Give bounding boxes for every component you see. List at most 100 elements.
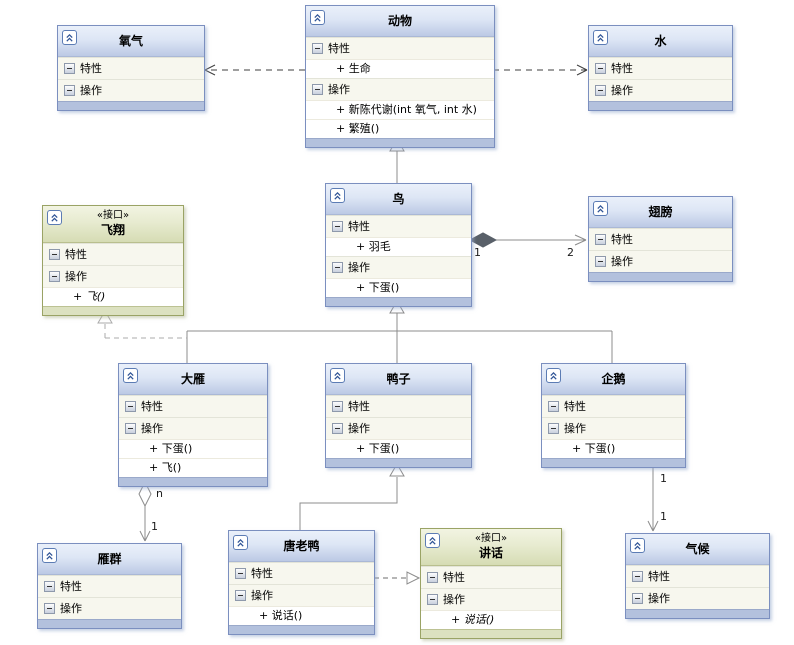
section-row[interactable]: 操作 bbox=[119, 417, 267, 439]
class-oxygen[interactable]: 氧气 特性 操作 bbox=[57, 25, 205, 111]
interface-fly[interactable]: «接口» 飞翔 特性 操作 + 飞() bbox=[42, 205, 184, 316]
section-row[interactable]: 操作 bbox=[626, 587, 769, 609]
member-row[interactable]: + 下蛋() bbox=[119, 439, 267, 458]
member-row[interactable]: + 下蛋() bbox=[326, 439, 471, 458]
minus-icon[interactable] bbox=[595, 85, 606, 96]
minus-icon[interactable] bbox=[235, 568, 246, 579]
collapse-icon[interactable] bbox=[123, 368, 138, 383]
section-row[interactable]: 操作 bbox=[306, 78, 494, 100]
generalization-donald-duck[interactable] bbox=[299, 463, 405, 530]
section-row[interactable]: 特性 bbox=[421, 566, 561, 588]
member-row[interactable]: + 说话() bbox=[229, 606, 374, 625]
class-water[interactable]: 水 特性 操作 bbox=[588, 25, 733, 111]
realization-donald-speak[interactable] bbox=[374, 571, 421, 585]
member-row[interactable]: + 下蛋() bbox=[542, 439, 685, 458]
composition-bird-wings[interactable] bbox=[468, 232, 587, 248]
minus-icon[interactable] bbox=[427, 572, 438, 583]
section-row[interactable]: 操作 bbox=[38, 597, 181, 619]
collapse-icon[interactable] bbox=[425, 533, 440, 548]
collapse-icon[interactable] bbox=[310, 10, 325, 25]
section-row[interactable]: 操作 bbox=[589, 79, 732, 101]
class-duck[interactable]: 鸭子 特性 操作 + 下蛋() bbox=[325, 363, 472, 468]
member-row[interactable]: + 说话() bbox=[421, 610, 561, 629]
class-title: 飞翔 bbox=[100, 223, 125, 237]
dependency-animal-water[interactable] bbox=[493, 64, 588, 76]
class-flock[interactable]: 雁群 特性 操作 bbox=[37, 543, 182, 629]
minus-icon[interactable] bbox=[332, 262, 343, 273]
member-row[interactable]: + 飞() bbox=[119, 458, 267, 477]
minus-icon[interactable] bbox=[548, 423, 559, 434]
section-row[interactable]: 操作 bbox=[542, 417, 685, 439]
section-row[interactable]: 特性 bbox=[306, 37, 494, 59]
section-row[interactable]: 操作 bbox=[58, 79, 204, 101]
minus-icon[interactable] bbox=[64, 85, 75, 96]
collapse-icon[interactable] bbox=[233, 535, 248, 550]
member-row[interactable]: + 飞() bbox=[43, 287, 183, 306]
minus-icon[interactable] bbox=[332, 221, 343, 232]
class-animal[interactable]: 动物 特性 + 生命 操作 + 新陈代谢(int 氧气, int 水) + 繁殖… bbox=[305, 5, 495, 148]
section-row[interactable]: 操作 bbox=[229, 584, 374, 606]
minus-icon[interactable] bbox=[44, 603, 55, 614]
aggregation-goose-flock[interactable] bbox=[138, 480, 152, 542]
section-row[interactable]: 特性 bbox=[589, 57, 732, 79]
minus-icon[interactable] bbox=[312, 84, 323, 95]
minus-icon[interactable] bbox=[49, 271, 60, 282]
dependency-animal-oxygen[interactable] bbox=[204, 64, 305, 76]
minus-icon[interactable] bbox=[332, 401, 343, 412]
member-row[interactable]: + 繁殖() bbox=[306, 119, 494, 138]
minus-icon[interactable] bbox=[44, 581, 55, 592]
minus-icon[interactable] bbox=[595, 256, 606, 267]
member-row[interactable]: + 新陈代谢(int 氧气, int 水) bbox=[306, 100, 494, 119]
member-row[interactable]: + 下蛋() bbox=[326, 278, 471, 297]
section-row[interactable]: 特性 bbox=[626, 565, 769, 587]
association-penguin-climate[interactable] bbox=[647, 463, 659, 532]
minus-icon[interactable] bbox=[235, 590, 246, 601]
class-climate[interactable]: 气候 特性 操作 bbox=[625, 533, 770, 619]
section-row[interactable]: 特性 bbox=[542, 395, 685, 417]
collapse-icon[interactable] bbox=[630, 538, 645, 553]
collapse-icon[interactable] bbox=[42, 548, 57, 563]
collapse-icon[interactable] bbox=[546, 368, 561, 383]
minus-icon[interactable] bbox=[632, 571, 643, 582]
realization-goose-fly[interactable] bbox=[97, 310, 187, 339]
section-row[interactable]: 操作 bbox=[326, 417, 471, 439]
collapse-icon[interactable] bbox=[47, 210, 62, 225]
section-row[interactable]: 操作 bbox=[43, 265, 183, 287]
minus-icon[interactable] bbox=[332, 423, 343, 434]
section-row[interactable]: 特性 bbox=[326, 215, 471, 237]
generalization-tree-bird[interactable] bbox=[186, 300, 613, 363]
minus-icon[interactable] bbox=[548, 401, 559, 412]
collapse-icon[interactable] bbox=[593, 30, 608, 45]
minus-icon[interactable] bbox=[125, 423, 136, 434]
minus-icon[interactable] bbox=[595, 234, 606, 245]
minus-icon[interactable] bbox=[64, 63, 75, 74]
collapse-icon[interactable] bbox=[330, 188, 345, 203]
collapse-icon[interactable] bbox=[62, 30, 77, 45]
minus-icon[interactable] bbox=[312, 43, 323, 54]
minus-icon[interactable] bbox=[125, 401, 136, 412]
section-row[interactable]: 操作 bbox=[326, 256, 471, 278]
class-donald[interactable]: 唐老鸭 特性 操作 + 说话() bbox=[228, 530, 375, 635]
section-row[interactable]: 特性 bbox=[43, 243, 183, 265]
class-goose[interactable]: 大雁 特性 操作 + 下蛋() + 飞() bbox=[118, 363, 268, 487]
member-row[interactable]: + 羽毛 bbox=[326, 237, 471, 256]
minus-icon[interactable] bbox=[49, 249, 60, 260]
collapse-icon[interactable] bbox=[330, 368, 345, 383]
section-row[interactable]: 特性 bbox=[119, 395, 267, 417]
section-row[interactable]: 特性 bbox=[38, 575, 181, 597]
member-row[interactable]: + 生命 bbox=[306, 59, 494, 78]
minus-icon[interactable] bbox=[632, 593, 643, 604]
interface-speak[interactable]: «接口» 讲话 特性 操作 + 说话() bbox=[420, 528, 562, 639]
class-penguin[interactable]: 企鹅 特性 操作 + 下蛋() bbox=[541, 363, 686, 468]
class-wings[interactable]: 翅膀 特性 操作 bbox=[588, 196, 733, 282]
collapse-icon[interactable] bbox=[593, 201, 608, 216]
minus-icon[interactable] bbox=[595, 63, 606, 74]
section-row[interactable]: 操作 bbox=[421, 588, 561, 610]
class-bird[interactable]: 鸟 特性 + 羽毛 操作 + 下蛋() bbox=[325, 183, 472, 307]
section-row[interactable]: 特性 bbox=[326, 395, 471, 417]
minus-icon[interactable] bbox=[427, 594, 438, 605]
section-row[interactable]: 特性 bbox=[58, 57, 204, 79]
section-row[interactable]: 操作 bbox=[589, 250, 732, 272]
section-row[interactable]: 特性 bbox=[589, 228, 732, 250]
section-row[interactable]: 特性 bbox=[229, 562, 374, 584]
